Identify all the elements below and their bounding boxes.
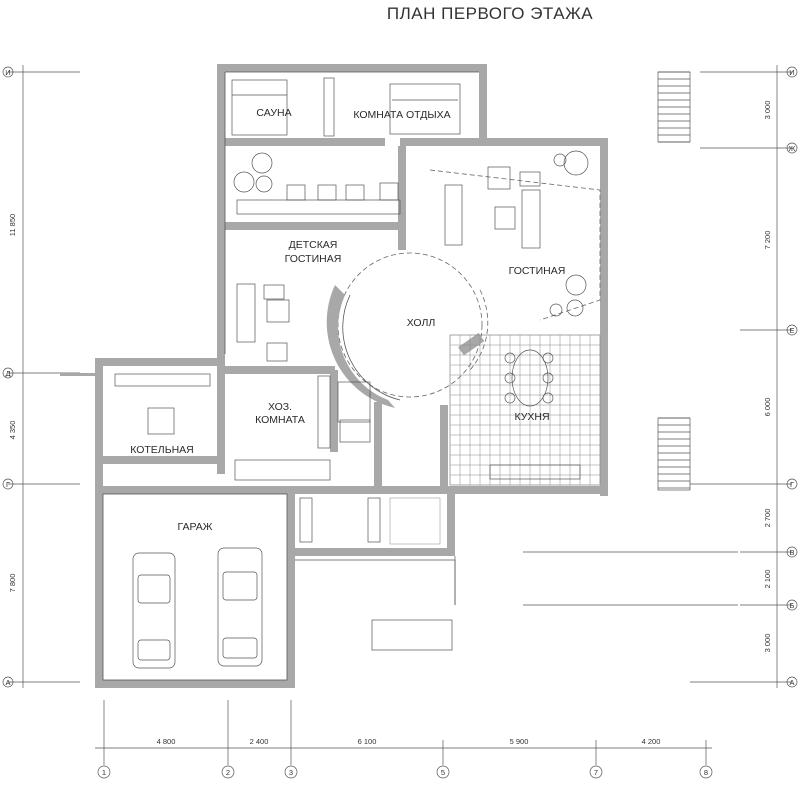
axis-right-g: Г <box>790 480 794 489</box>
wall-outlines <box>224 71 479 354</box>
dims-right: 3 000 7 200 6 000 2 700 2 100 3 000 <box>763 101 772 653</box>
axis-left-a: А <box>5 678 10 687</box>
axes-right: И Ж Е Г В Б А <box>786 66 798 688</box>
garage-details <box>102 493 288 681</box>
axes-bottom: 1 2 3 5 7 8 <box>97 765 713 779</box>
axis-left-g: Г <box>6 480 10 489</box>
axis-right-i: И <box>789 68 794 77</box>
car-right <box>217 547 263 667</box>
axis-right-a: А <box>789 678 794 687</box>
room-labels: САУНА КОМНАТА ОТДЫХА ДЕТСКАЯ ГОСТИНАЯ ГО… <box>130 107 565 533</box>
dim-right-4: 2 700 <box>763 509 772 528</box>
axes-left: И Д Г А <box>2 66 14 688</box>
car-left <box>132 552 176 669</box>
dim-right-1: 3 000 <box>763 101 772 120</box>
axis-left-d: Д <box>5 369 10 378</box>
dim-right-5: 2 100 <box>763 570 772 589</box>
label-kids-living-1: ДЕТСКАЯ <box>289 239 338 251</box>
label-rest-room: КОМНАТА ОТДЫХА <box>353 109 450 121</box>
axis-bottom-8: 8 <box>704 768 708 777</box>
terrace-stairs <box>295 71 738 651</box>
living-furniture <box>429 150 601 321</box>
dims-left: 11 850 4 350 7 800 <box>8 214 17 593</box>
dim-left-1: 11 850 <box>8 214 17 236</box>
dim-right-2: 7 200 <box>763 231 772 250</box>
label-boiler: КОТЕЛЬНАЯ <box>130 444 194 456</box>
axis-left-i: И <box>5 68 10 77</box>
label-living: ГОСТИНАЯ <box>509 265 566 277</box>
axis-bottom-3: 3 <box>289 768 293 777</box>
axis-right-v: В <box>789 548 794 557</box>
dim-bottom-3: 6 100 <box>358 737 377 746</box>
axis-right-e: Е <box>789 326 794 335</box>
kitchen-details <box>449 334 601 486</box>
label-kids-living-2: ГОСТИНАЯ <box>285 253 342 265</box>
axis-right-b: Б <box>790 601 795 610</box>
entry-details <box>234 459 441 545</box>
dim-bottom-5: 4 200 <box>642 737 661 746</box>
hall-stair <box>326 252 489 408</box>
axis-bottom-2: 2 <box>226 768 230 777</box>
label-utility-2: КОМНАТА <box>255 414 305 426</box>
dimension-grid <box>8 65 792 765</box>
label-utility-1: ХОЗ. <box>268 401 292 413</box>
utility-room-details <box>317 375 371 449</box>
plan-title: ПЛАН ПЕРВОГО ЭТАЖА <box>387 4 593 23</box>
dims-bottom: 4 800 2 400 6 100 5 900 4 200 <box>157 737 661 746</box>
label-sauna: САУНА <box>256 107 291 119</box>
dim-bottom-1: 4 800 <box>157 737 176 746</box>
walls <box>60 64 608 688</box>
dim-left-3: 7 800 <box>8 574 17 593</box>
axis-bottom-1: 1 <box>102 768 106 777</box>
label-kitchen: КУХНЯ <box>514 411 549 423</box>
sauna-area <box>231 77 461 137</box>
dim-right-3: 6 000 <box>763 398 772 417</box>
axis-right-zh: Ж <box>789 144 796 153</box>
dim-left-2: 4 350 <box>8 421 17 440</box>
axis-bottom-5: 5 <box>441 768 445 777</box>
boiler-room-details <box>114 373 211 435</box>
label-garage: ГАРАЖ <box>178 521 213 533</box>
dim-bottom-2: 2 400 <box>250 737 269 746</box>
axis-bottom-7: 7 <box>594 768 598 777</box>
kids-living-furniture <box>233 152 401 362</box>
dim-right-6: 3 000 <box>763 634 772 653</box>
dim-bottom-4: 5 900 <box>510 737 529 746</box>
label-hall: ХОЛЛ <box>407 317 436 329</box>
